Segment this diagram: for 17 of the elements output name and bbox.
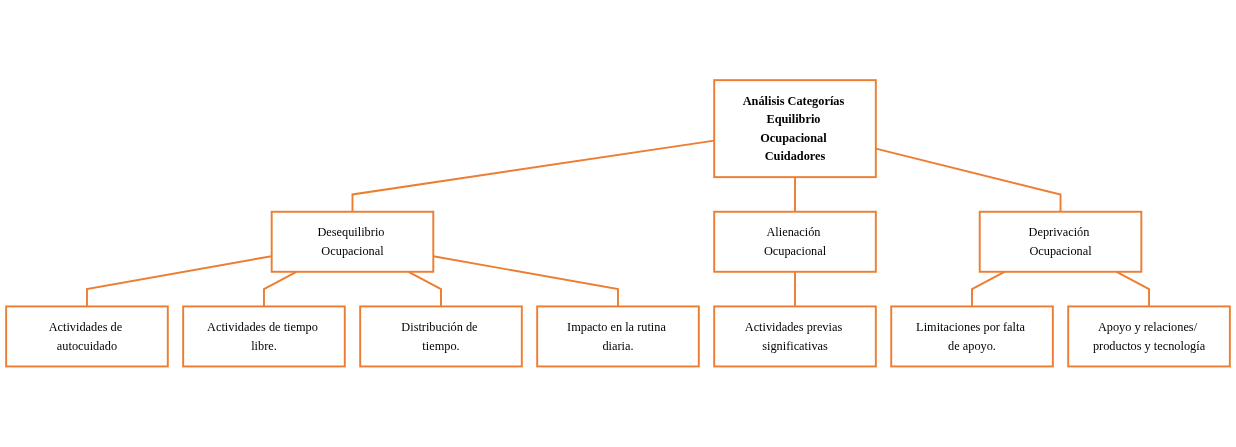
connector: [407, 271, 442, 308]
node-box: Alienación Ocupacional: [713, 211, 877, 273]
node-box: Actividades de tiempo libre.: [182, 305, 346, 368]
connector: [971, 271, 1006, 308]
node-box: Impacto en la rutina diaria.: [536, 305, 700, 368]
node-box: Apoyo y relaciones/ productos y tecnología: [1067, 305, 1231, 368]
node-box: Análisis Categorías Equilibrio Ocupacional Cuidadores: [713, 79, 877, 179]
node-box: Distribución de tiempo.: [359, 305, 523, 368]
node-box: Actividades previas significativas: [713, 305, 877, 368]
connector: [794, 271, 796, 308]
connector: [263, 271, 298, 308]
connector: [794, 176, 796, 213]
connector: [1115, 271, 1150, 308]
node-box: Deprivación Ocupacional: [978, 211, 1143, 273]
node-box: Actividades de autocuidado: [5, 305, 169, 368]
node-box: Limitaciones por falta de apoyo.: [890, 305, 1054, 368]
node-box: Desequilibrio Ocupacional: [270, 211, 435, 273]
